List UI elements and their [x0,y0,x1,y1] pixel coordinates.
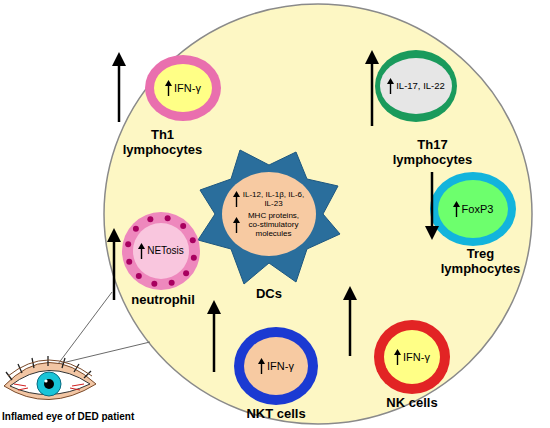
up-arrow [365,50,379,126]
marker-row: IFN-γ [394,349,430,365]
eye-illustration [4,356,96,400]
small-up-arrow [138,243,145,259]
nkt-cell: NKT cellsIFN-γ [234,327,318,405]
neutrophil-cell: neutrophilNETosis [122,212,200,290]
cell-label-box: Th1 lymphocytes [120,128,205,157]
up-arrow [112,52,126,122]
cell-label: Th17 lymphocytes [390,138,475,167]
marker-text: IL-12, IL-1β, IL-6, IL-23 [242,190,306,208]
cell-label-box: NKT cells [231,407,321,422]
cell-label: NK cells [372,396,452,411]
cell-label-box: Th17 lymphocytes [390,138,475,167]
marker-row: IFN-γ [165,80,201,96]
small-up-arrow [165,80,172,96]
cell-label-box: neutrophil [118,293,208,308]
small-up-arrow [233,191,240,207]
cytokine-circle: IFN-γ [244,337,308,395]
th1-cell: Th1 lymphocytesIFN-γ [145,55,221,121]
small-up-arrow [233,217,240,233]
treg-cell: Treg lymphocytesFoxP3 [430,172,516,246]
cell-label: Th1 lymphocytes [120,128,205,157]
netosis-circle: NETosis [133,223,189,279]
marker-text: NETosis [147,245,184,257]
cytokine-ellipse: IL-12, IL-1β, IL-6, IL-23MHC proteins, c… [222,172,316,256]
marker-row: IL-12, IL-1β, IL-6, IL-23 [233,190,306,208]
cell-label: DCs [239,287,299,302]
marker-text: FoxP3 [462,203,494,216]
down-arrow [425,172,439,240]
cytokine-circle: IFN-γ [384,330,440,384]
marker-text: IFN-γ [403,351,430,364]
small-up-arrow [453,201,460,217]
up-arrow [343,286,357,356]
nk-cell: NK cellsIFN-γ [374,320,450,394]
eye-tissue-circle [104,4,532,424]
dendritic-cell: DCsIL-12, IL-1β, IL-6, IL-23MHC proteins… [196,148,342,288]
marker-text: IFN-γ [174,82,201,95]
small-up-arrow [258,358,265,374]
cell-label: NKT cells [231,407,321,422]
cell-label-box: DCs [239,287,299,302]
cell-label-box: NK cells [372,396,452,411]
cytokine-circle: IL-17, IL-22 [380,58,452,114]
cell-label: neutrophil [118,293,208,308]
marker-row: FoxP3 [453,201,494,217]
cytokine-circle: IFN-γ [154,64,212,112]
cell-label-box: Treg lymphocytes [438,247,523,276]
th17-cell: Th17 lymphocytesIL-17, IL-22 [375,50,457,122]
small-up-arrow [387,78,394,94]
up-arrow [207,300,221,372]
marker-row: NETosis [138,243,184,259]
marker-row: IFN-γ [258,358,294,374]
eye-caption: Inflamed eye of DED patient [2,411,134,422]
up-arrow [107,228,121,300]
marker-row: MHC proteins, co-stimulatory molecules [233,211,306,239]
marker-text: MHC proteins, co-stimulatory molecules [242,211,306,239]
small-up-arrow [394,349,401,365]
cell-label: Treg lymphocytes [438,247,523,276]
marker-circle: FoxP3 [438,180,508,238]
marker-row: IL-17, IL-22 [387,78,445,94]
marker-text: IL-17, IL-22 [396,81,445,92]
marker-text: IFN-γ [267,360,294,373]
